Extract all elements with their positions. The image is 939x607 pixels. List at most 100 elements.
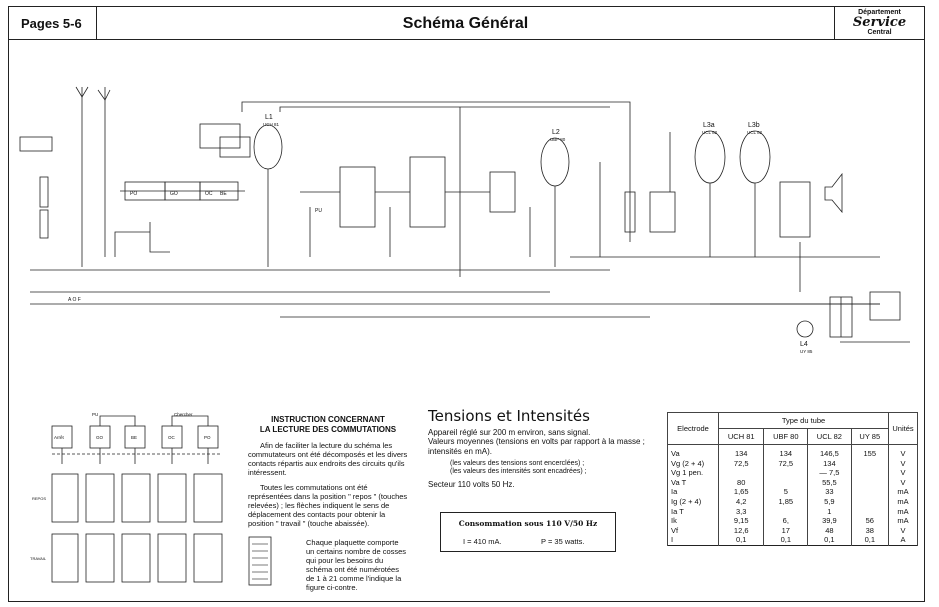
value-cell: 5,9 [807, 496, 852, 507]
electrode-cell: Ia [667, 487, 719, 497]
unit-cell: V [888, 477, 918, 488]
col-tube-1: UCH 81 [717, 428, 765, 445]
value-cell [850, 506, 890, 517]
electrode-cell: Ia T [667, 506, 719, 517]
col-type-du-tube: Type du tube [718, 412, 889, 429]
dept-brand: Service [852, 15, 907, 30]
unit-cell: mA [888, 516, 918, 526]
tube-type-l1: UCH 81 [263, 122, 280, 127]
electrode-cell: I [667, 535, 719, 546]
switch-label-oc: OC [205, 191, 213, 197]
value-cell [850, 468, 890, 478]
col-tube-3: UCL 82 [807, 428, 852, 445]
electrode-cell: Va T [667, 477, 719, 488]
electrode-cell: Vf [667, 525, 719, 536]
value-cell: 155 [850, 444, 890, 459]
col-tube-4: UY 85 [850, 428, 890, 445]
header-bar: Pages 5-6 Schéma Général Département Ser… [8, 6, 925, 40]
key-arret: Arrêt [54, 435, 65, 440]
value-cell: 80 [717, 477, 765, 488]
value-cell: 12,6 [717, 525, 765, 536]
switch-label-po: PO [130, 191, 137, 197]
col-tube-2: UBF 80 [763, 428, 809, 445]
tube-type-l3b: UCL 82 [747, 130, 763, 135]
panel-label-chercher: Chercher [174, 412, 193, 417]
electrode-cell: Ig (2 + 4) [667, 496, 719, 507]
col-electrode: Electrode [667, 412, 719, 445]
value-cell: 1,65 [717, 487, 765, 497]
consumption-power: P = 35 watts. [541, 537, 585, 546]
unit-cell: mA [888, 506, 918, 517]
value-cell: 5 [763, 487, 809, 497]
value-cell: 38 [850, 525, 890, 536]
value-cell: 72,5 [763, 458, 809, 469]
instructions-block: INSTRUCTION CONCERNANT LA LECTURE DES CO… [248, 415, 408, 592]
electrode-cell: Vg 1 pen. [667, 468, 719, 478]
page-title: Schéma Général [402, 15, 529, 32]
value-cell [763, 506, 809, 517]
unit-cell: V [888, 444, 918, 459]
switch-label-be: BE [220, 191, 227, 197]
row-label-repos: REPOS [32, 496, 46, 501]
value-cell: 0,1 [807, 535, 852, 546]
row-label-travail: TRAVAIL [30, 556, 47, 561]
electrode-cell: Vg (2 + 4) [667, 458, 719, 469]
value-cell: 72,5 [717, 458, 765, 469]
consumption-title: Consommation sous 110 V/50 Hz [458, 519, 598, 528]
unit-cell: mA [888, 496, 918, 507]
tube-label-l4: L4 [800, 341, 808, 348]
instructions-paragraph-2: Toutes les commutations ont été représen… [248, 483, 408, 528]
unit-cell: A [888, 535, 918, 546]
value-cell [850, 487, 890, 497]
key-po: PO [204, 435, 211, 440]
value-cell: 3,3 [717, 506, 765, 517]
col-unites: Unités [888, 412, 918, 445]
tensions-note-1: (les valeurs des tensions sont encerclée… [450, 460, 585, 467]
diagram-frame [8, 40, 925, 602]
key-be: BE [131, 435, 137, 440]
dept-sub: Central [867, 29, 892, 36]
unit-cell: V [888, 468, 918, 478]
value-cell: 1,85 [763, 496, 809, 507]
value-cell: 55,5 [807, 477, 852, 488]
value-cell: 33 [807, 487, 852, 497]
value-cell: 9,15 [717, 516, 765, 526]
value-cell: 39,9 [807, 516, 852, 526]
value-cell: 134 [717, 444, 765, 459]
switch-label-pu: PU [315, 208, 322, 214]
consumption-current: I = 410 mA. [463, 537, 502, 546]
value-cell: 134 [763, 444, 809, 459]
aof-label: A O F [68, 297, 81, 303]
key-go: GO [96, 435, 104, 440]
value-cell: 17 [763, 525, 809, 536]
value-cell [763, 468, 809, 478]
instructions-paragraph-3: Chaque plaquette comporte un certains no… [306, 538, 407, 592]
unit-cell: V [888, 525, 918, 536]
tube-label-l3b: L3b [748, 122, 760, 129]
value-cell [850, 496, 890, 507]
value-cell: 56 [850, 516, 890, 526]
value-cell [717, 468, 765, 478]
key-oc: OC [168, 435, 176, 440]
tube-type-l2: UBF 80 [550, 137, 566, 142]
tensions-title: Tensions et Intensités [428, 407, 590, 425]
instructions-paragraph-1: Afin de faciliter la lecture du schéma l… [248, 441, 408, 477]
electrode-cell: Ik [667, 516, 719, 526]
unit-cell: V [888, 458, 918, 469]
tensions-secteur: Secteur 110 volts 50 Hz. [428, 480, 515, 489]
tensions-line-1: Appareil réglé sur 200 m environ, sans s… [428, 427, 591, 437]
instructions-title-2: LA LECTURE DES COMMUTATIONS [259, 425, 397, 434]
tensions-line-2: Valeurs moyennes (tensions en volts par … [428, 437, 645, 456]
dept-label: Département [858, 9, 901, 16]
circuit-schematic: L1 UCH 81 L2 UBF 80 L3a UCL 82 L3b UCL 8… [19, 86, 910, 354]
consumption-box: Consommation sous 110 V/50 Hz I = 410 mA… [440, 512, 616, 552]
tensions-block: Tensions et Intensités Appareil réglé su… [428, 407, 653, 490]
tube-values-table: Electrode Type du tube Unités UCH 81 UBF… [667, 412, 918, 546]
